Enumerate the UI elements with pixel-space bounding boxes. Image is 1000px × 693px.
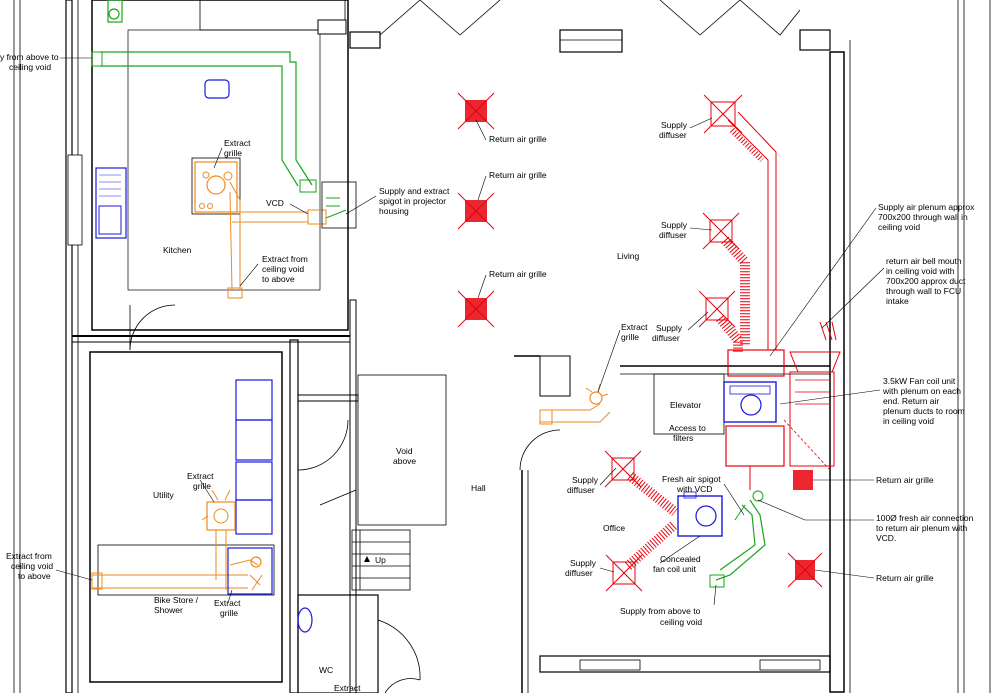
stairs (351, 529, 411, 591)
note-concealed-fcu: fan coil unit (653, 564, 697, 574)
return-air-grilles (457, 92, 823, 588)
note-supply-top: y from above to (0, 52, 59, 62)
note-fresh-spigot: with VCD (676, 484, 712, 494)
room-wc: WC (319, 665, 333, 675)
note-bell-mouth: intake (886, 296, 909, 306)
note-return-grille-5: Return air grille (876, 573, 934, 583)
note-extract-grille-utility: grille (193, 481, 211, 491)
note-fan-coil: end. Return air (883, 396, 939, 406)
note-extract-grille-hall: Extract (621, 322, 648, 332)
note-fan-coil: 3.5kW Fan coil unit (883, 376, 956, 386)
note-extract-grille-bike: Extract (214, 598, 241, 608)
note-fresh-connection: 100Ø fresh air connection (876, 513, 974, 523)
stair-up: Up (375, 555, 386, 565)
note-extract-void-kitchen: Extract from (262, 254, 308, 264)
room-void: Void (396, 446, 413, 456)
supply-diffuser-3 (698, 290, 736, 328)
note-extract-grille-hall: grille (621, 332, 639, 342)
supply-diffuser-office-2 (605, 554, 643, 592)
note-bell-mouth: 700x200 approx duct (886, 276, 966, 286)
note-spigot: housing (379, 206, 409, 216)
note-supply-plenum: Supply air plenum approx (878, 202, 975, 212)
note-fan-coil: in ceiling void (883, 416, 934, 426)
note-extract-grille-bike: grille (220, 608, 238, 618)
note-fresh-spigot: Fresh air spigot (662, 474, 721, 484)
note-supply-diffuser-3: Supply (656, 323, 683, 333)
note-supply-diffuser-1: Supply (661, 120, 688, 130)
note-supply-diffuser-2: Supply (661, 220, 688, 230)
fan-coil-unit-office (677, 491, 723, 537)
note-supply-diffuser-2: diffuser (659, 230, 687, 240)
supply-diffuser-1 (703, 94, 743, 134)
return-grille-2 (457, 192, 495, 230)
room-void: above (393, 456, 416, 466)
note-supply-plenum: ceiling void (878, 222, 920, 232)
note-extract-void-kitchen: ceiling void (262, 264, 304, 274)
note-fan-coil: with plenum on each (882, 386, 961, 396)
note-supply-top: ceiling void (9, 62, 51, 72)
fan-coil-unit-living (723, 381, 777, 423)
note-supply-bottom: ceiling void (660, 617, 702, 627)
fresh-air-ducts (91, 0, 766, 588)
note-vcd: VCD (266, 198, 284, 208)
extract-ducts (91, 161, 611, 591)
room-bike-store: Shower (154, 605, 183, 615)
room-living: Living (617, 251, 639, 261)
note-spigot: Supply and extract (379, 186, 450, 196)
note-concealed-fcu: Concealed (660, 554, 701, 564)
room-hall: Hall (471, 483, 486, 493)
note-bell-mouth: in ceiling void with (886, 266, 955, 276)
room-office: Office (603, 523, 625, 533)
room-elevator: Elevator (670, 400, 701, 410)
note-fresh-connection: to return air plenum with (876, 523, 967, 533)
note-supply-diffuser-1: diffuser (659, 130, 687, 140)
note-spigot: spigot in projector (379, 196, 446, 206)
return-grille-5 (787, 552, 823, 588)
supply-ducts (604, 94, 841, 592)
note-bell-mouth: through wall to FCU (886, 286, 961, 296)
return-grille-4 (793, 470, 813, 490)
note-supply-diffuser-office-2: Supply (570, 558, 597, 568)
projector-housing (321, 181, 357, 229)
note-supply-diffuser-office-2: diffuser (565, 568, 593, 578)
note-return-grille-2: Return air grille (489, 170, 547, 180)
note-return-grille-4: Return air grille (876, 475, 934, 485)
return-grille-3 (457, 290, 495, 328)
note-fan-coil: plenum ducts to room (883, 406, 965, 416)
supply-diffuser-2 (702, 212, 740, 250)
note-extract-void-kitchen: to above (262, 274, 295, 284)
room-kitchen: Kitchen (163, 245, 192, 255)
note-return-grille-1: Return air grille (489, 134, 547, 144)
note-supply-diffuser-office-1: Supply (572, 475, 599, 485)
supply-diffuser-office-1 (604, 450, 642, 488)
note-supply-diffuser-office-1: diffuser (567, 485, 595, 495)
note-supply-bottom: Supply from above to (620, 606, 701, 616)
walls (13, 0, 991, 693)
return-grille-1 (457, 92, 495, 130)
labels: Kitchen Living Utility Hall Void above O… (0, 52, 975, 693)
note-extract-grille-kitchen: Extract (224, 138, 251, 148)
note-fresh-connection: VCD. (876, 533, 896, 543)
leader-lines (55, 57, 885, 606)
note-extract-grille-utility: Extract (187, 471, 214, 481)
note-extract-void-utility: to above (18, 571, 51, 581)
room-bike-store: Bike Store / (154, 595, 199, 605)
note-supply-plenum: 700x200 through wall in (878, 212, 968, 222)
note-extract-bottom: Extract (334, 683, 361, 693)
note-extract-void-utility: Extract from (6, 551, 52, 561)
note-supply-diffuser-3: diffuser (652, 333, 680, 343)
note-extract-void-utility: ceiling void (11, 561, 53, 571)
room-utility: Utility (153, 490, 175, 500)
note-bell-mouth: return air bell mouth (886, 256, 962, 266)
note-return-grille-3: Return air grille (489, 269, 547, 279)
access-filters: Access to (669, 423, 706, 433)
note-extract-grille-kitchen: grille (224, 148, 242, 158)
access-filters: filters (673, 433, 693, 443)
